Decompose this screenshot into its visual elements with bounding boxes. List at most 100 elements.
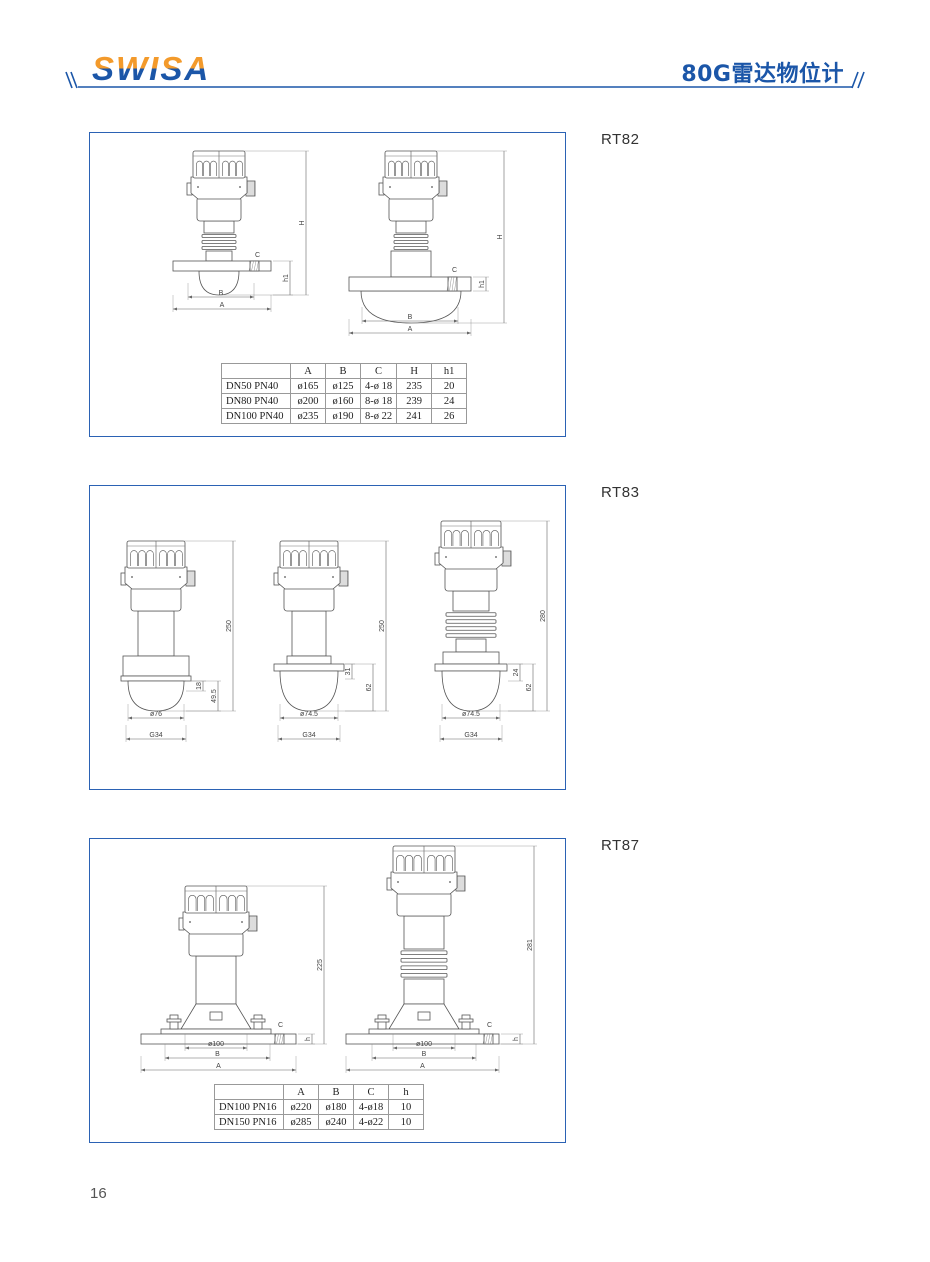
table-cell: ø240 bbox=[318, 1114, 354, 1130]
drawing-line bbox=[482, 1033, 486, 1045]
nut bbox=[286, 655, 332, 665]
table-cell: DN100 PN40 bbox=[221, 408, 291, 424]
vertical-dimension: 31 bbox=[345, 663, 355, 680]
drawing-line bbox=[451, 276, 455, 292]
screw bbox=[389, 186, 391, 188]
housing-body bbox=[188, 931, 244, 957]
dimension-label: ø74.5 bbox=[300, 711, 318, 718]
cap-rib bbox=[283, 550, 291, 566]
flange bbox=[348, 276, 472, 292]
dimension-label: 281 bbox=[527, 939, 534, 951]
housing-body bbox=[130, 586, 182, 612]
screw bbox=[241, 921, 243, 923]
table-cell: ø180 bbox=[318, 1099, 354, 1115]
cap-rib bbox=[188, 894, 197, 911]
table-cell: ø190 bbox=[325, 408, 361, 424]
product-title: 80G雷达物位计 bbox=[681, 62, 844, 87]
cooling-fin bbox=[393, 234, 429, 238]
dimension-label: 250 bbox=[379, 620, 386, 632]
cap-rib bbox=[320, 550, 328, 566]
dimension-label: 24 bbox=[513, 669, 520, 677]
cap-rib bbox=[421, 160, 428, 176]
dimension-label: A bbox=[408, 326, 413, 333]
table-cell: 10 bbox=[388, 1099, 424, 1115]
table-cell: 4-ø18 bbox=[353, 1099, 389, 1115]
drawing-line bbox=[446, 276, 450, 292]
dimension-label: C bbox=[278, 1022, 283, 1029]
neck bbox=[195, 955, 237, 1005]
housing-band bbox=[382, 176, 440, 200]
dimension-label: B bbox=[422, 1051, 427, 1058]
bolt-hole-section bbox=[273, 1033, 285, 1045]
cap-rib bbox=[444, 854, 453, 871]
cap-rib bbox=[167, 550, 175, 566]
instrument-housing bbox=[120, 540, 196, 612]
section-label-rt87: RT87 bbox=[601, 837, 640, 854]
cooling-fin bbox=[445, 612, 497, 617]
horizontal-dimension: ø74.5 bbox=[279, 704, 339, 721]
table-cell: 239 bbox=[396, 393, 433, 409]
dimension-label: 62 bbox=[526, 684, 533, 692]
raised-face bbox=[368, 1028, 480, 1035]
adapter bbox=[395, 220, 427, 234]
cooling-fin bbox=[400, 965, 448, 971]
dimension-label: C bbox=[452, 267, 457, 274]
cap-rib bbox=[460, 530, 469, 546]
cap-rib bbox=[138, 550, 146, 566]
cap-rib bbox=[402, 160, 409, 176]
nut bbox=[442, 651, 500, 665]
instrument-housing bbox=[178, 885, 258, 957]
table-header-cell: H bbox=[396, 363, 433, 379]
horizontal-dimension: B bbox=[361, 307, 459, 324]
dimension-label: ø100 bbox=[208, 1041, 224, 1048]
cap-rib bbox=[452, 530, 461, 546]
cooling-fin bbox=[201, 234, 237, 238]
cap-rib bbox=[236, 160, 243, 176]
flange-plate bbox=[273, 663, 345, 672]
cap-rib bbox=[299, 550, 307, 566]
antenna-lens bbox=[279, 670, 339, 712]
horizontal-dimension: A bbox=[140, 1056, 297, 1073]
dimension-label: G34 bbox=[464, 732, 477, 739]
instrument-housing bbox=[186, 150, 256, 222]
vertical-dimension: H bbox=[411, 150, 507, 324]
screw bbox=[179, 576, 181, 578]
drawing-line bbox=[253, 260, 257, 272]
cap-rib bbox=[229, 160, 236, 176]
bolt-hole-section bbox=[248, 260, 260, 272]
table-header-cell: A bbox=[283, 1084, 319, 1100]
cap-rib bbox=[395, 160, 402, 176]
section-label-rt83: RT83 bbox=[601, 484, 640, 501]
screw bbox=[189, 921, 191, 923]
section-label-rt82: RT82 bbox=[601, 131, 640, 148]
screw bbox=[449, 881, 451, 883]
housing-body bbox=[396, 891, 452, 917]
horizontal-dimension: B bbox=[164, 1044, 271, 1061]
housing-band bbox=[190, 176, 248, 200]
vertical-dimension: 62 bbox=[345, 663, 376, 712]
table-cell: 241 bbox=[396, 408, 433, 424]
drawing-line bbox=[485, 1033, 488, 1045]
cooling-fin bbox=[400, 972, 448, 978]
drawing-line bbox=[454, 276, 457, 292]
flange-plate bbox=[434, 663, 508, 672]
table-header-cell: B bbox=[325, 363, 361, 379]
cap-rib bbox=[219, 894, 228, 911]
dimension-label: A bbox=[220, 302, 225, 309]
dimension-label: h1 bbox=[283, 274, 290, 282]
table-cell: DN50 PN40 bbox=[221, 378, 291, 394]
cap-rib bbox=[203, 160, 210, 176]
drawing-line bbox=[273, 1033, 277, 1045]
screw bbox=[332, 576, 334, 578]
table-cell: 20 bbox=[431, 378, 468, 394]
housing-band bbox=[390, 871, 458, 895]
screw bbox=[397, 881, 399, 883]
cooling-fin bbox=[400, 950, 448, 956]
housing-body bbox=[444, 566, 498, 592]
hex-nut bbox=[122, 655, 190, 677]
